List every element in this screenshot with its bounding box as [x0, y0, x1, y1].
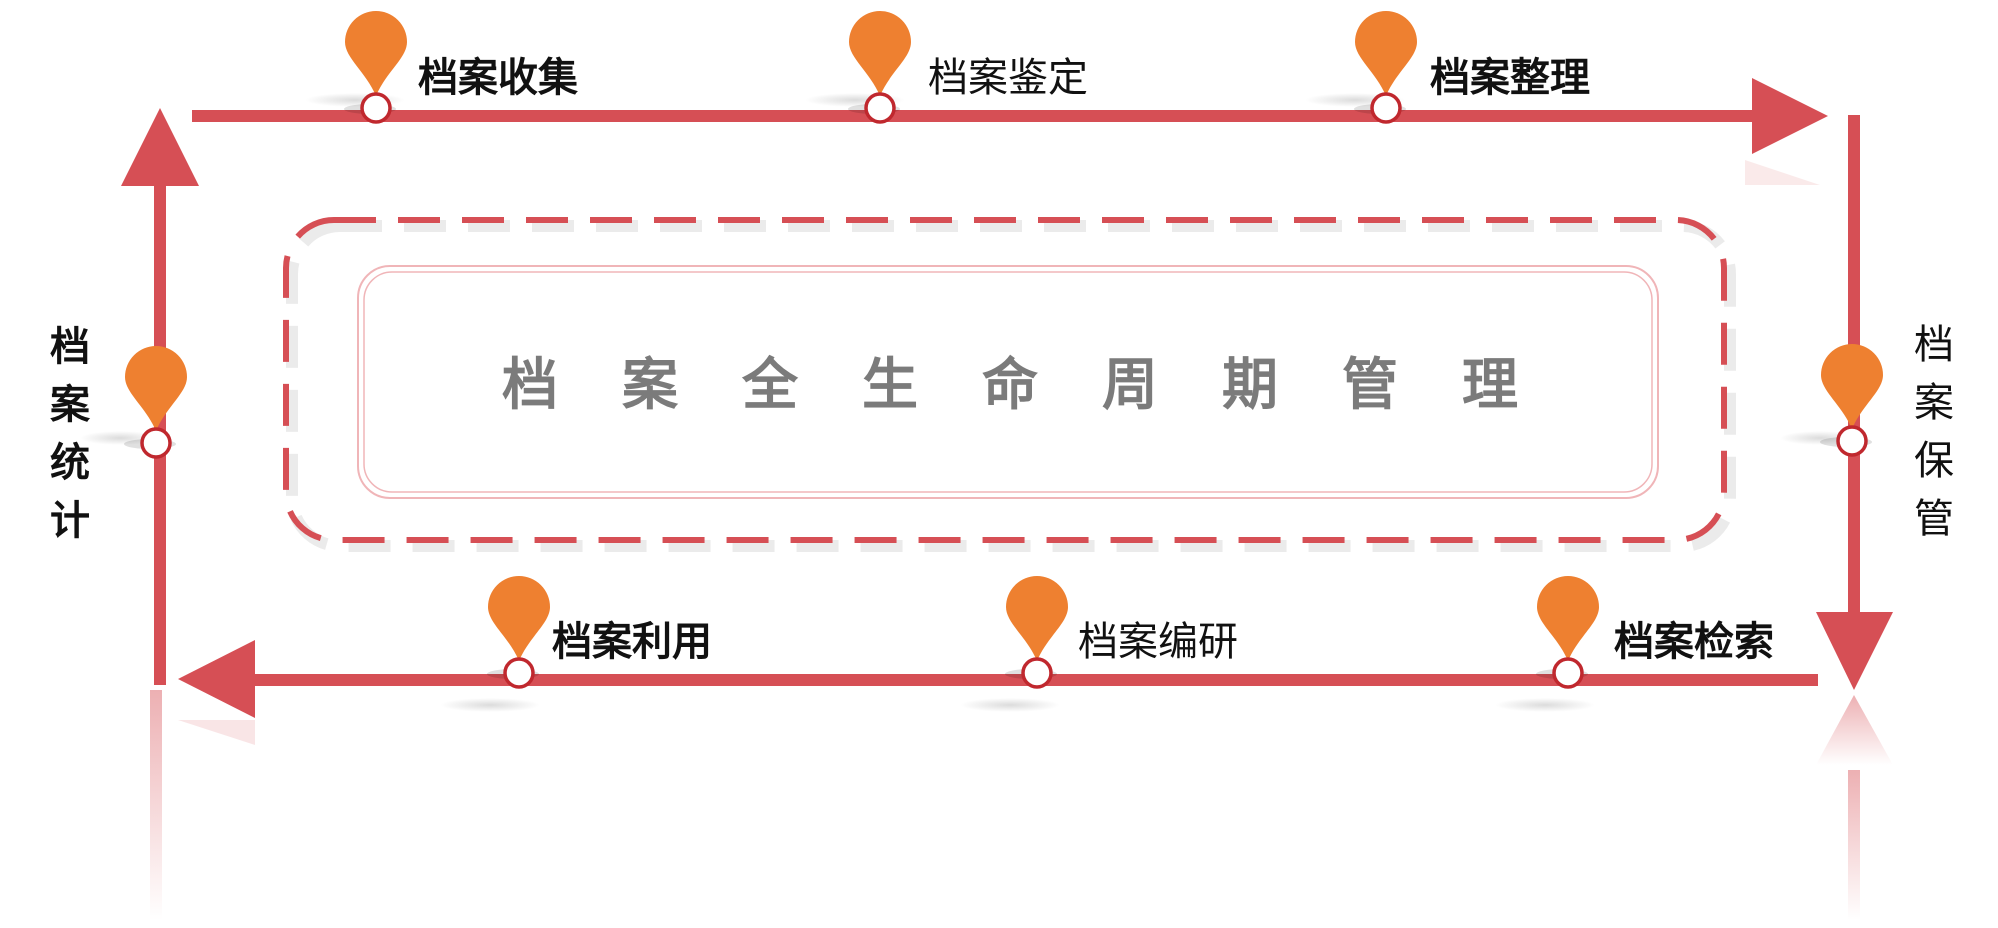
location-pin-icon — [1005, 576, 1068, 689]
location-pin-icon — [1820, 344, 1883, 457]
pin-body — [345, 11, 407, 96]
location-pin-icon — [1536, 576, 1599, 689]
location-pin-icon — [1354, 11, 1417, 124]
stage-collect-label: 档案收集 — [418, 55, 578, 101]
arrow-up-head — [121, 108, 199, 186]
track-node — [360, 92, 392, 124]
stage-stats-label: 档 案 统 计 — [50, 324, 90, 544]
track-node — [1552, 657, 1584, 689]
stage-appraise-label: 档案鉴定 — [928, 55, 1088, 101]
track-node — [140, 427, 172, 459]
center-frame-shadow — [286, 220, 1736, 552]
stage-store-label: 档 案 保 管 — [1914, 322, 1954, 542]
right-arrow-reflection — [1816, 695, 1893, 765]
pin-body — [488, 576, 550, 661]
left-reflection — [150, 690, 162, 920]
stage-organize-label: 档案整理 — [1430, 55, 1590, 101]
pin-body — [1355, 11, 1417, 96]
pin-body — [1821, 344, 1883, 429]
arrow-right-head — [1752, 78, 1828, 154]
center-inner-box-outline — [363, 271, 1653, 493]
stage-compile-label: 档案编研 — [1078, 619, 1238, 665]
arrow-left-head — [178, 640, 255, 718]
track-node — [864, 92, 896, 124]
arrow-down-head — [1816, 612, 1893, 690]
pin-body — [1537, 576, 1599, 661]
center-title: 档案全生命周期管理 — [502, 351, 1582, 418]
pin-body — [1006, 576, 1068, 661]
stage-search-label: 档案检索 — [1614, 619, 1774, 665]
track-node — [1370, 92, 1402, 124]
track-node — [503, 657, 535, 689]
top-right-reflection — [1745, 160, 1820, 185]
reflections — [150, 160, 1893, 920]
location-pin-icon — [124, 346, 187, 459]
right-reflection — [1848, 770, 1860, 920]
cycle-arrows — [121, 78, 1893, 718]
pin-body — [849, 11, 911, 96]
location-pin-icon — [487, 576, 550, 689]
center-inner-box — [357, 265, 1659, 499]
location-pin-icon — [344, 11, 407, 124]
pin-body — [125, 346, 187, 431]
track-node — [1836, 425, 1868, 457]
track-node — [1021, 657, 1053, 689]
stage-pins — [124, 11, 1883, 689]
stage-use-label: 档案利用 — [552, 619, 712, 665]
left-arrow-reflection — [178, 720, 255, 745]
center-dashed-frame — [283, 217, 1727, 543]
location-pin-icon — [848, 11, 911, 124]
track-top — [192, 110, 1772, 122]
